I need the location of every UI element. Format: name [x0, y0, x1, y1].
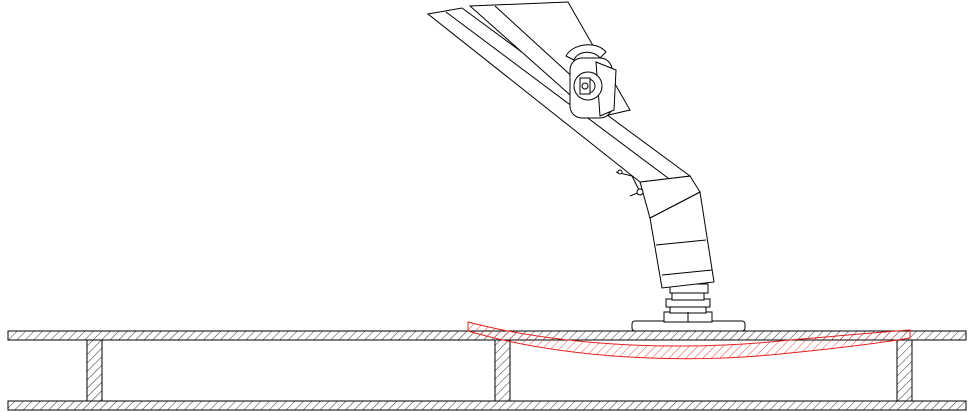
outrigger-pad-icon — [631, 283, 746, 332]
crane-arm-icon — [426, 1, 692, 197]
slab-deflection-shape — [467, 321, 911, 360]
support-column-left — [86, 339, 103, 402]
lower-slab — [7, 400, 967, 411]
support-column-middle — [494, 339, 511, 402]
support-column-right — [896, 339, 913, 402]
pulley-wheel-icon — [565, 44, 617, 119]
crane-leg — [639, 175, 715, 289]
